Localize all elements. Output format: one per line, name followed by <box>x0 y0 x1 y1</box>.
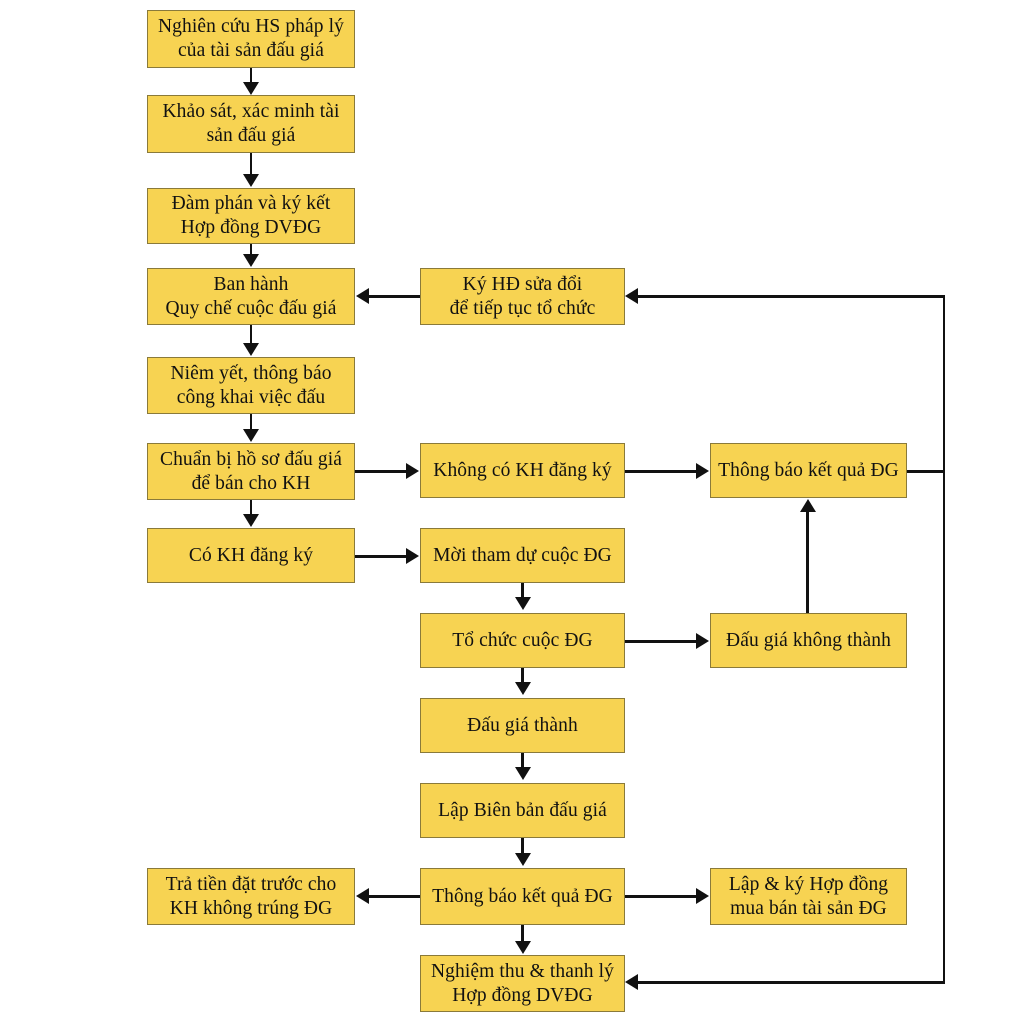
node-dam-phan-ky-ket[interactable]: Đàm phán và ký kết Hợp đồng DVĐG <box>147 188 355 244</box>
node-dau-gia-khong-thanh[interactable]: Đấu giá không thành <box>710 613 907 668</box>
node-dau-gia-thanh[interactable]: Đấu giá thành <box>420 698 625 753</box>
arrowhead-n3-n4 <box>243 254 259 267</box>
edge-n3-n4 <box>249 244 252 255</box>
arrowhead-n5-n4 <box>356 288 369 304</box>
edge-feedback-right-rail-upper <box>942 295 945 472</box>
arrowhead-n17-n18 <box>696 888 709 904</box>
node-ban-hanh-quy-che[interactable]: Ban hành Quy chế cuộc đấu giá <box>147 268 355 325</box>
edge-n4-n6 <box>249 325 252 344</box>
arrowhead-n17-n19 <box>514 941 531 954</box>
edge-n13-n9 <box>806 512 809 613</box>
node-nghien-cuu-hs-phap-ly[interactable]: Nghiên cứu HS pháp lý của tài sản đấu gi… <box>147 10 355 68</box>
node-lap-bien-ban-dau-gia[interactable]: Lập Biên bản đấu giá <box>420 783 625 838</box>
node-niem-yet-thong-bao[interactable]: Niêm yết, thông báo công khai việc đấu <box>147 357 355 414</box>
arrowhead-n14-n15 <box>514 767 531 780</box>
edge-n12-n13 <box>625 640 697 643</box>
node-thong-bao-ket-qua-dg-top[interactable]: Thông báo kết quả ĐG <box>710 443 907 498</box>
arrowhead-n10-n11 <box>406 548 419 564</box>
edge-n17-n18 <box>625 895 697 898</box>
edge-n7-n8 <box>355 470 407 473</box>
arrowhead-n15-n17 <box>514 853 531 866</box>
edge-n5-n4 <box>369 295 420 298</box>
arrowhead-n8-n9 <box>696 463 709 479</box>
node-khong-co-kh-dang-ky[interactable]: Không có KH đăng ký <box>420 443 625 498</box>
node-ky-hd-sua-doi[interactable]: Ký HĐ sửa đổi để tiếp tục tổ chức <box>420 268 625 325</box>
node-lap-ky-hop-dong-mua-ban[interactable]: Lập & ký Hợp đồng mua bán tài sản ĐG <box>710 868 907 925</box>
edge-n7-n10 <box>249 500 252 515</box>
arrowhead-n12-n13 <box>696 633 709 649</box>
edge-n8-n9 <box>625 470 697 473</box>
node-moi-tham-du-cuoc-dg[interactable]: Mời tham dự cuộc ĐG <box>420 528 625 583</box>
edge-feedback-right-rail-lower <box>942 470 945 983</box>
node-chuan-bi-ho-so[interactable]: Chuẩn bị hồ sơ đấu giá để bán cho KH <box>147 443 355 500</box>
node-thong-bao-ket-qua-dg-bottom[interactable]: Thông báo kết quả ĐG <box>420 868 625 925</box>
edge-n11-n12 <box>521 583 524 598</box>
arrowhead-n6-n7 <box>243 429 259 442</box>
edge-feedback-top-to-n5 <box>638 295 945 298</box>
arrowhead-n1-n2 <box>243 82 259 95</box>
arrowhead-n4-n6 <box>243 343 259 356</box>
arrowhead-n11-n12 <box>514 597 531 610</box>
edge-n10-n11 <box>355 555 407 558</box>
arrowhead-n2-n3 <box>243 174 259 187</box>
edge-n6-n7 <box>249 414 252 430</box>
edge-n12-n14 <box>521 668 524 683</box>
arrowhead-n17-n16 <box>356 888 369 904</box>
edge-n2-n3 <box>249 153 252 175</box>
node-tra-tien-dat-truoc[interactable]: Trả tiền đặt trước cho KH không trúng ĐG <box>147 868 355 925</box>
arrowhead-feedback-n19 <box>625 974 638 990</box>
node-co-kh-dang-ky[interactable]: Có KH đăng ký <box>147 528 355 583</box>
edge-n1-n2 <box>249 68 252 83</box>
node-nghiem-thu-thanh-ly[interactable]: Nghiệm thu & thanh lý Hợp đồng DVĐG <box>420 955 625 1012</box>
edge-n15-n17 <box>521 838 524 855</box>
edge-feedback-bottom-to-n19 <box>638 981 945 984</box>
arrowhead-feedback-n5 <box>625 288 638 304</box>
edge-feedback-n9-right-stub <box>907 470 945 473</box>
node-to-chuc-cuoc-dg[interactable]: Tổ chức cuộc ĐG <box>420 613 625 668</box>
edge-n17-n19 <box>521 925 524 942</box>
arrowhead-n7-n10 <box>243 514 259 527</box>
edge-n17-n16 <box>369 895 420 898</box>
arrowhead-n7-n8 <box>406 463 419 479</box>
node-khao-sat-xac-minh[interactable]: Khảo sát, xác minh tài sản đấu giá <box>147 95 355 153</box>
arrowhead-n13-n9 <box>799 499 816 512</box>
edge-n14-n15 <box>521 753 524 768</box>
arrowhead-n12-n14 <box>514 682 531 695</box>
